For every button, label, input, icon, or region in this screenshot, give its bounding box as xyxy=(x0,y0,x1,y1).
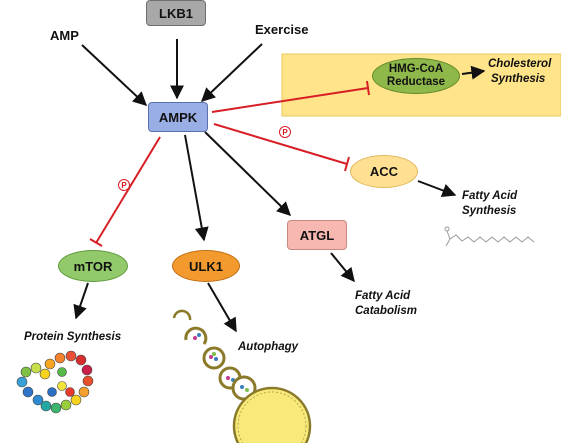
phospho-marker-acc xyxy=(279,126,291,138)
atgl-label: ATGL xyxy=(299,227,335,243)
mtor-label: mTOR xyxy=(73,258,113,274)
inhibit-ampk-to-acc xyxy=(213,123,348,165)
lkb1-node: LKB1 xyxy=(146,0,206,26)
hmg-label-line2: Reductase xyxy=(386,76,446,88)
cholesterol-synthesis-label: Cholesterol Synthesis xyxy=(488,57,551,87)
phospho-label-acc: P xyxy=(282,128,288,137)
arrow-acc-to-fatty-synthesis xyxy=(417,180,457,198)
arrow-ulk1-to-autophagy xyxy=(207,282,237,333)
cholesterol-line2: Synthesis xyxy=(491,73,546,85)
protein-chain-icon xyxy=(16,350,94,414)
inhibit-ampk-to-hmg xyxy=(211,87,369,113)
exercise-label: Exercise xyxy=(255,22,309,37)
inhibit-mtor-bar xyxy=(89,238,103,247)
atgl-node: ATGL xyxy=(287,220,347,250)
arrow-atgl-to-fatty-catabolism xyxy=(330,252,355,283)
protein-synthesis-label: Protein Synthesis xyxy=(24,331,122,343)
amp-label: AMP xyxy=(50,28,79,43)
acc-label: ACC xyxy=(369,164,399,179)
ulk1-label: ULK1 xyxy=(189,258,223,274)
ulk1-node: ULK1 xyxy=(172,250,240,282)
fatty-synth-line1: Fatty Acid xyxy=(462,190,518,202)
arrow-amp-to-ampk xyxy=(81,44,148,106)
fatty-cat-line2: Catabolism xyxy=(355,305,417,317)
autophagy-label: Autophagy xyxy=(238,341,299,353)
phospho-label-mtor: P xyxy=(121,181,127,190)
ampk-label: AMPK xyxy=(158,109,198,125)
fatty-acid-chain-icon xyxy=(444,226,535,247)
hmg-label-line1: HMG-CoA xyxy=(388,63,444,75)
arrow-ampk-to-atgl xyxy=(204,131,292,216)
autophagy-process-icon xyxy=(172,309,312,443)
inhibition-lines xyxy=(89,80,370,247)
inhibit-acc-bar xyxy=(344,156,350,172)
arrow-mtor-to-protein xyxy=(73,282,89,320)
fatty-acid-synthesis-label: Fatty Acid Synthesis xyxy=(462,189,517,219)
arrow-ampk-to-ulk1 xyxy=(184,134,209,242)
acc-node: ACC xyxy=(350,155,418,188)
cholesterol-line1: Cholesterol xyxy=(488,58,552,70)
lkb1-label: LKB1 xyxy=(159,5,193,21)
arrow-exercise-to-ampk xyxy=(200,43,263,102)
arrow-hmg-to-cholesterol xyxy=(461,65,486,80)
phospho-marker-mtor xyxy=(118,179,130,191)
activation-arrows xyxy=(73,39,486,333)
fatty-synth-line2: Synthesis xyxy=(462,205,517,217)
inhibit-hmg-bar xyxy=(366,80,370,96)
ampk-node: AMPK xyxy=(148,102,208,132)
fatty-acid-catabolism-label: Fatty Acid Catabolism xyxy=(355,289,417,319)
inhibit-ampk-to-mtor xyxy=(95,136,161,244)
mtor-node: mTOR xyxy=(58,250,128,282)
hmg-coa-reductase-node: HMG-CoA Reductase xyxy=(372,58,460,94)
phospho-markers xyxy=(118,126,291,191)
fatty-cat-line1: Fatty Acid xyxy=(355,290,411,302)
